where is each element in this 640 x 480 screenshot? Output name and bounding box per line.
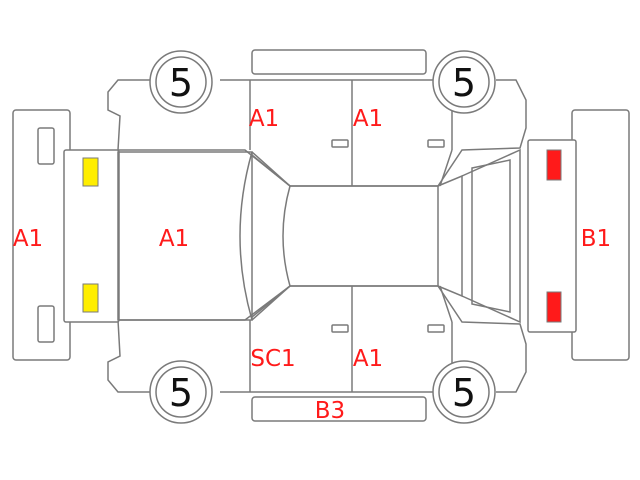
tire-rear-right-value: 5 <box>452 371 476 415</box>
label-rear-bumper: B1 <box>581 226 611 252</box>
label-top-front-door: A1 <box>249 106 279 132</box>
label-front-bumper: A1 <box>13 226 43 252</box>
label-top-rear-door: A1 <box>353 106 383 132</box>
car-body-top-view <box>63 139 577 333</box>
front-fog-lamp-bottom <box>82 283 99 313</box>
tire-rear-left-value: 5 <box>452 61 476 105</box>
tire-front-left: 5 <box>149 50 213 114</box>
tail-lamp-top <box>546 149 562 181</box>
tire-front-left-value: 5 <box>169 61 193 105</box>
tire-front-right-value: 5 <box>169 371 193 415</box>
tire-front-right: 5 <box>149 360 213 424</box>
label-bottom-front-door: SC1 <box>250 346 295 372</box>
tire-rear-left: 5 <box>432 50 496 114</box>
tail-lamp-bottom <box>546 291 562 323</box>
tire-rear-right: 5 <box>432 360 496 424</box>
bottom-side-sill <box>251 396 427 422</box>
label-bottom-rear-door: A1 <box>353 346 383 372</box>
label-hood: A1 <box>159 226 189 252</box>
front-fog-lamp-top <box>82 157 99 187</box>
top-side-sill <box>251 49 427 75</box>
label-bottom-sill: B3 <box>315 398 345 424</box>
